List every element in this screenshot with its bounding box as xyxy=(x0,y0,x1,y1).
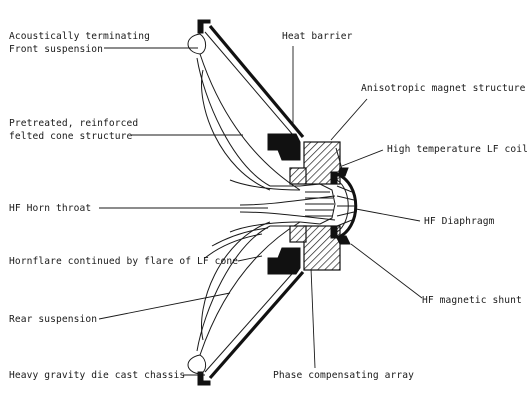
label-front-suspension: Front suspension xyxy=(9,44,103,55)
label-acoustically-terminating: Acoustically terminating xyxy=(9,31,150,42)
hf-diaphragm xyxy=(336,172,358,240)
label-hf-magnetic-shunt: HF magnetic shunt xyxy=(422,295,522,306)
label-pretreated-reinforced: Pretreated, reinforced xyxy=(9,118,138,129)
leader-hf-diaphragm xyxy=(355,208,421,222)
front-suspension-bottom xyxy=(187,354,207,375)
chassis-lower xyxy=(197,247,305,386)
leader-phase-array xyxy=(310,267,316,369)
label-phase-compensating-array: Phase compensating array xyxy=(273,370,414,381)
leader-lf-coil xyxy=(341,149,384,167)
chassis-top-mount xyxy=(267,133,301,161)
label-hornflare: Hornflare continued by flare of LF cone xyxy=(9,256,238,267)
chassis-top-arm xyxy=(208,24,305,139)
label-hf-horn-throat: HF Horn throat xyxy=(9,203,91,214)
leader-lines xyxy=(98,46,423,376)
label-anisotropic-magnet: Anisotropic magnet structure xyxy=(361,83,526,94)
lf-voice-coil-upper xyxy=(330,171,338,185)
hf-magnetic-shunt xyxy=(335,235,351,245)
leader-anisotropic-magnet xyxy=(330,98,368,141)
front-suspension-top xyxy=(187,33,207,55)
lf-cone-upper xyxy=(196,53,301,191)
label-rear-suspension: Rear suspension xyxy=(9,314,97,325)
chassis-bottom-mount xyxy=(267,247,301,275)
phase-compensating-array xyxy=(299,183,336,225)
hf-shunt-top xyxy=(337,167,349,177)
magnet-structure-lower xyxy=(289,225,341,271)
hf-horn xyxy=(204,179,336,259)
chassis-bottom-arm xyxy=(208,270,305,380)
leader-hf-magnetic-shunt xyxy=(350,243,423,299)
chassis-top-flange xyxy=(197,19,211,34)
chassis-upper xyxy=(197,19,305,161)
leader-hornflare xyxy=(237,255,263,262)
label-hf-diaphragm: HF Diaphragm xyxy=(424,216,495,227)
label-lf-coil: High temperature LF coil xyxy=(387,144,527,155)
label-felted-cone-structure: felted cone structure xyxy=(9,131,133,142)
label-heat-barrier: Heat barrier xyxy=(282,31,353,42)
leader-rear-suspension xyxy=(98,292,231,320)
label-die-cast-chassis: Heavy gravity die cast chassis xyxy=(9,370,185,381)
